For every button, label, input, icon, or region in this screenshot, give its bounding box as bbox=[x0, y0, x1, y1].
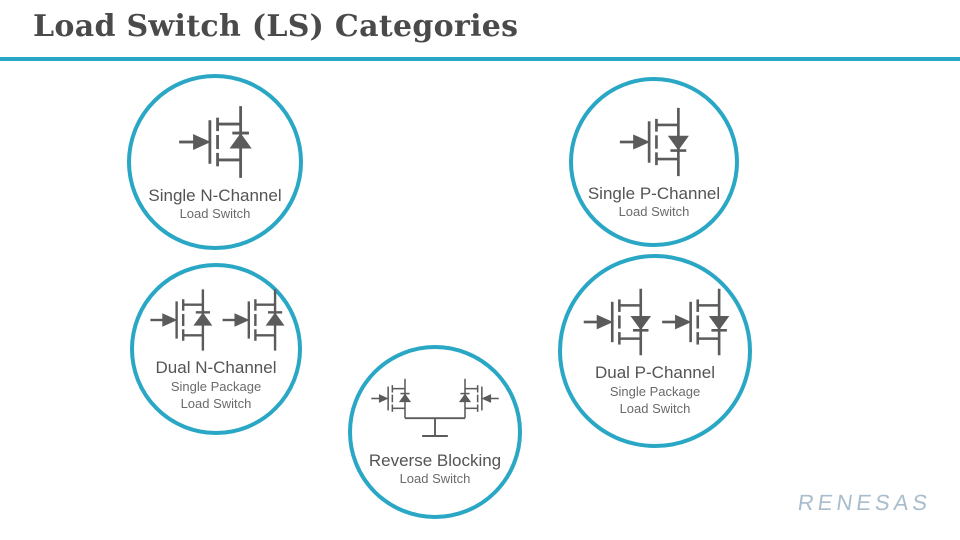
dual-p-channel-mosfet-icon bbox=[582, 287, 729, 357]
category-name: Reverse Blocking bbox=[368, 450, 502, 470]
category-circle-dual-n-channel: Dual N-Channel Single Package Load Switc… bbox=[130, 263, 302, 435]
dual-n-channel-mosfet-icon bbox=[149, 288, 284, 353]
title-divider bbox=[0, 57, 960, 61]
category-circle-single-p-channel: Single P-Channel Load Switch bbox=[569, 77, 739, 247]
category-name: Single P-Channel bbox=[587, 183, 721, 203]
category-subtitle: Load Switch bbox=[618, 204, 690, 220]
category-subtitle: Single Package bbox=[170, 378, 262, 394]
n-channel-mosfet-icon bbox=[177, 104, 251, 180]
category-name: Single N-Channel bbox=[148, 185, 282, 205]
category-subtitle: Load Switch bbox=[180, 395, 252, 411]
category-circle-reverse-blocking: Reverse Blocking Load Switch bbox=[348, 345, 522, 519]
renesas-logo-text: RENESAS bbox=[796, 490, 933, 515]
category-subtitle: Load Switch bbox=[619, 400, 691, 416]
category-name: Dual P-Channel bbox=[594, 363, 715, 383]
p-channel-mosfet-icon bbox=[618, 106, 688, 178]
reverse-blocking-mosfet-icon bbox=[370, 377, 500, 437]
renesas-logo: RENESAS bbox=[796, 490, 933, 516]
page-title: Load Switch (LS) Categories bbox=[33, 9, 519, 44]
category-subtitle: Load Switch bbox=[179, 206, 251, 222]
category-subtitle: Load Switch bbox=[399, 471, 471, 487]
category-circle-dual-p-channel: Dual P-Channel Single Package Load Switc… bbox=[558, 254, 752, 448]
category-circle-single-n-channel: Single N-Channel Load Switch bbox=[127, 74, 303, 250]
category-name: Dual N-Channel bbox=[155, 358, 277, 378]
category-subtitle: Single Package bbox=[609, 383, 701, 399]
